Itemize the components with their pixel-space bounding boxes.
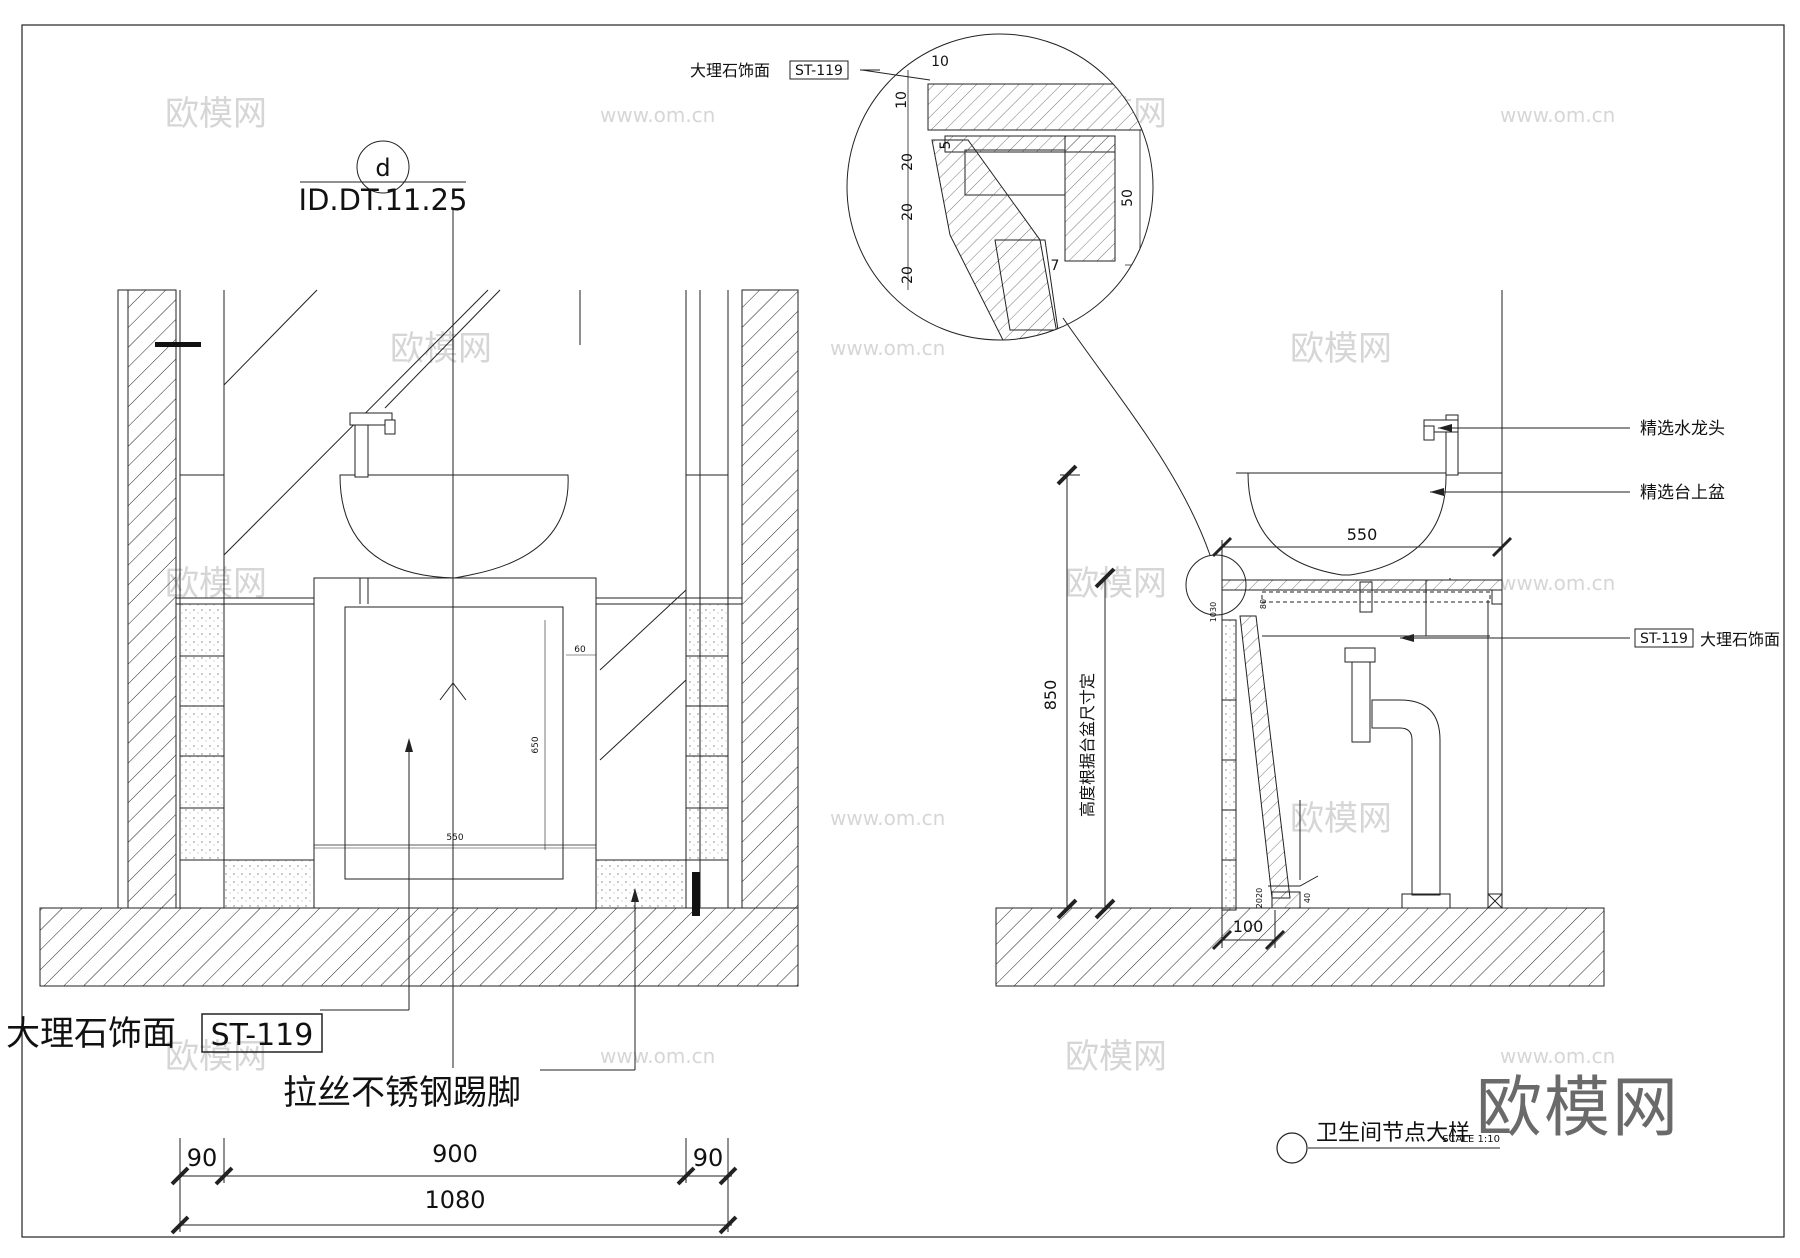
dim-900: 900 <box>432 1140 478 1168</box>
watermark-text: 欧模网 <box>1290 799 1392 839</box>
right-marble-label: 大理石饰面 <box>1700 630 1780 649</box>
drain-trap <box>1371 699 1441 896</box>
dim-850: 850 <box>1041 680 1060 711</box>
door-gap-dim: 60 <box>574 645 586 655</box>
detail-dim-7: 7 <box>1051 258 1060 274</box>
watermark-text: 欧模网 <box>165 564 267 604</box>
marble-code-box <box>201 1013 323 1053</box>
cabinet-door <box>344 606 564 880</box>
watermark-url: www.om.cn <box>1500 103 1615 127</box>
watermark-url: www.om.cn <box>600 1044 715 1068</box>
detail-dim-20b: 20 <box>900 203 916 221</box>
door-height-dim: 650 <box>531 736 541 753</box>
watermark-url: www.om.cn <box>1500 571 1615 595</box>
detail-dim-5: 5 <box>938 141 954 150</box>
detail-callout <box>846 33 1247 616</box>
detail-dim-10-top: 10 <box>931 54 949 70</box>
watermark-url: www.om.cn <box>830 336 945 360</box>
detail-dim-10-side: 10 <box>894 91 910 109</box>
dim-1080: 1080 <box>424 1186 485 1214</box>
left-wall <box>117 289 129 909</box>
section-tag-letter: d <box>375 154 390 182</box>
watermark-text: 欧模网 <box>1065 1037 1167 1077</box>
right-marble-code: ST-119 <box>1640 631 1688 647</box>
kick-plate-label: 拉丝不锈钢踢脚 <box>283 1073 521 1113</box>
right-wall <box>741 289 799 909</box>
dim-small-c: 2020 <box>1255 888 1264 908</box>
dim-small-b: 80 <box>1259 599 1268 609</box>
watermark-url: www.om.cn <box>830 806 945 830</box>
door-width-dim: 550 <box>446 833 463 843</box>
watermark-text: 欧模网 <box>165 1037 267 1077</box>
faucet-label: 精选水龙头 <box>1640 419 1725 439</box>
watermark-text: 欧模网 <box>165 94 267 134</box>
watermark-text: 欧模网 <box>1290 329 1392 369</box>
dim-small-a: 1030 <box>1209 602 1218 622</box>
brand-watermark: 欧模网 <box>1476 1069 1680 1146</box>
drawing-title: 卫生间节点大样 <box>1316 1121 1470 1146</box>
detail-marble-code: ST-119 <box>795 63 843 79</box>
watermarks: 欧模网 www.om.cn 欧模网 www.om.cn 欧模网 www.om.c… <box>165 94 1615 1077</box>
watermark-text: 欧模网 <box>1065 564 1167 604</box>
title-circle <box>1276 1132 1308 1164</box>
vessel-basin-side <box>1247 472 1447 576</box>
side-section <box>995 290 1630 987</box>
drawing-scale: SCALE 1:10 <box>1442 1134 1500 1145</box>
sloped-panel <box>1239 615 1291 899</box>
marble-face-label: 大理石饰面 <box>6 1014 176 1054</box>
front-elevation <box>39 140 799 1071</box>
dim-small-d: 40 <box>1303 893 1312 903</box>
kick-plate-right <box>595 859 687 909</box>
section-tag-ref: ID.DT.11.25 <box>299 183 468 217</box>
vessel-basin <box>339 474 569 579</box>
section-tag <box>356 140 410 194</box>
detail-dim-20a: 20 <box>900 153 916 171</box>
kick-plate-left <box>223 859 315 909</box>
dim-100-base: 100 <box>1233 917 1264 936</box>
watermark-text: 欧模网 <box>390 329 492 369</box>
detail-dim-50: 50 <box>1120 189 1136 207</box>
watermark-url: www.om.cn <box>1500 1044 1615 1068</box>
detail-dim-20c: 20 <box>900 266 916 284</box>
basin-label: 精选台上盆 <box>1640 483 1725 503</box>
dim-550-basin: 550 <box>1347 525 1378 544</box>
detail-marble-label: 大理石饰面 <box>690 61 770 80</box>
dim-90-left: 90 <box>187 1144 218 1172</box>
sheet-border <box>21 24 1785 1238</box>
floor-slab-right <box>995 907 1605 987</box>
dim-90-right: 90 <box>693 1144 724 1172</box>
height-note: 高度根据台盆尺寸定 <box>1078 673 1097 817</box>
floor-slab <box>39 907 799 987</box>
countertop <box>1221 579 1503 591</box>
marble-code-label: ST-119 <box>211 1018 314 1053</box>
right-marble-code-box <box>1634 628 1694 648</box>
watermark-url: www.om.cn <box>600 103 715 127</box>
detail-marble-code-box <box>789 60 849 80</box>
left-dimension-lines <box>170 1138 738 1235</box>
